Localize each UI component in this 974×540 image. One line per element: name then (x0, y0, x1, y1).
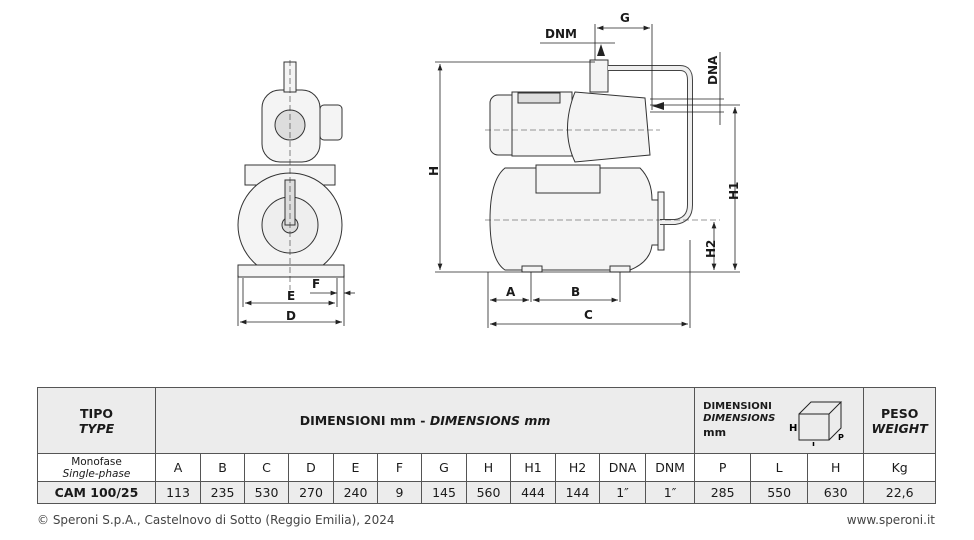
col-label: E (333, 453, 378, 482)
type-label: TYPE (78, 420, 115, 436)
technical-drawing: E F D H H1 H2 A B (237, 11, 741, 328)
front-view (237, 60, 345, 290)
col-label: D (288, 453, 334, 482)
col-label: A (155, 453, 201, 482)
dim-label-dna: DNA (706, 55, 720, 85)
value-cell: 530 (244, 481, 289, 504)
value-cell: 560 (466, 481, 511, 504)
side-view (485, 59, 720, 273)
value-cell: 240 (333, 481, 378, 504)
dim-label-e: E (287, 289, 295, 303)
col-label: H1 (510, 453, 556, 482)
tipo-label: TIPO (80, 405, 113, 421)
col-label: L (750, 453, 809, 482)
phase-it: Monofase (71, 455, 122, 468)
value-cell: 113 (155, 481, 201, 504)
dim-label-d: D (286, 309, 296, 323)
col-label: G (421, 453, 467, 482)
value-cell: 270 (288, 481, 334, 504)
value-cell: 1″ (644, 481, 696, 504)
dimensions-it: DIMENSIONI mm - (299, 413, 430, 428)
box-dimensions-icon: H L P (789, 401, 844, 446)
phase-en: Single-phase (62, 467, 131, 480)
dimensions-header: DIMENSIONI mm - DIMENSIONS mm (154, 387, 696, 454)
model-cell: CAM 100/25 (37, 481, 156, 504)
col-label: H2 (555, 453, 600, 482)
value-cell: 9 (377, 481, 422, 504)
col-label: DNA (599, 453, 646, 482)
front-dimensions (237, 275, 355, 326)
value-cell: 630 (807, 481, 865, 504)
pack-en: DIMENSIONS (703, 413, 776, 424)
table-row: CAM 100/25 113 235 530 270 240 9 145 560… (37, 481, 937, 504)
side-dimensions (435, 24, 740, 328)
box-l-label: L (812, 441, 817, 446)
col-label: B (200, 453, 245, 482)
dim-label-g: G (620, 11, 630, 25)
dimensions-en: DIMENSIONS mm (429, 413, 551, 428)
dim-label-a: A (506, 285, 516, 299)
dim-label-h: H (427, 166, 441, 176)
dim-label-h2: H2 (704, 240, 718, 258)
col-label: P (694, 453, 752, 482)
weight-label: WEIGHT (871, 420, 928, 436)
col-label: DNM (644, 453, 696, 482)
value-cell: 444 (510, 481, 556, 504)
value-cell: 145 (421, 481, 467, 504)
box-h-label: H (789, 423, 797, 434)
value-cell: 144 (555, 481, 600, 504)
dim-label-dnm: DNM (545, 27, 577, 41)
col-label: H (466, 453, 511, 482)
col-label: H (807, 453, 865, 482)
col-label: Kg (863, 453, 937, 482)
col-label: F (377, 453, 422, 482)
dim-label-c: C (584, 308, 593, 322)
col-label: C (244, 453, 289, 482)
value-cell: 550 (750, 481, 809, 504)
website-link[interactable]: www.speroni.it (846, 513, 935, 527)
peso-label: PESO (881, 405, 919, 421)
pack-unit: mm (703, 426, 727, 439)
value-cell: 1″ (599, 481, 646, 504)
copyright-text: © Speroni S.p.A., Castelnovo di Sotto (R… (37, 513, 395, 527)
value-cell: 285 (694, 481, 752, 504)
box-p-label: P (838, 433, 844, 442)
pack-it: DIMENSIONI (703, 401, 772, 412)
value-cell: 235 (200, 481, 245, 504)
dim-label-f: F (312, 277, 320, 291)
dim-label-h1: H1 (727, 182, 741, 200)
value-cell: 22,6 (863, 481, 937, 504)
dim-label-b: B (571, 285, 580, 299)
